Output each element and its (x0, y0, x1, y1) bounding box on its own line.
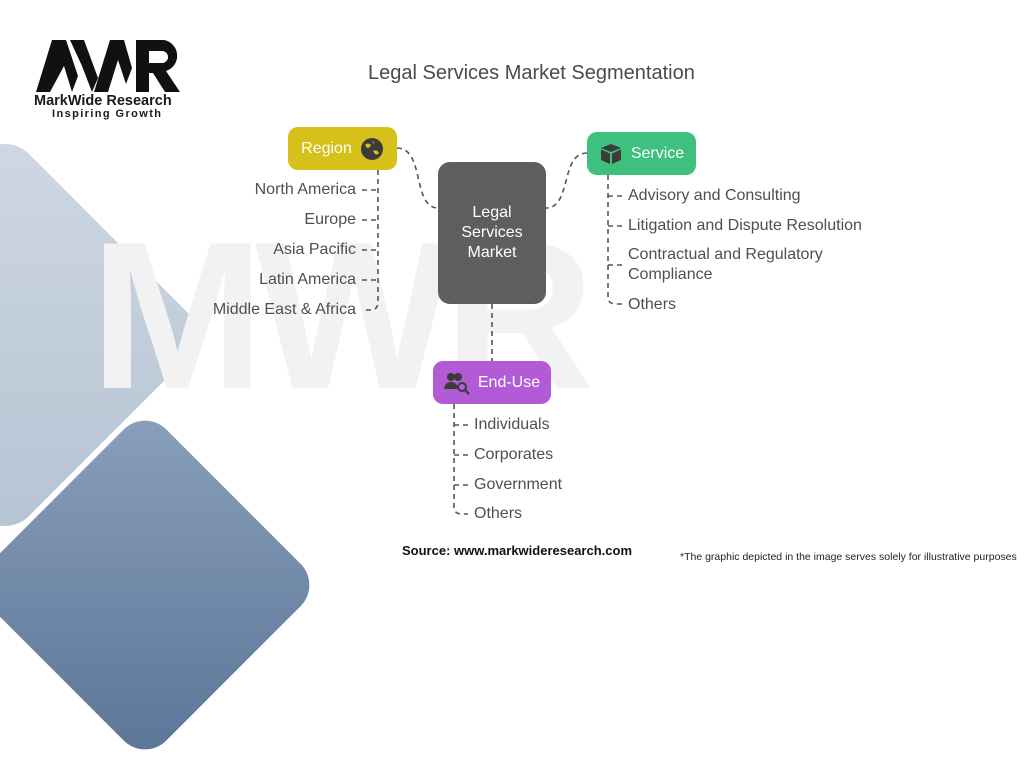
user-search-icon (443, 372, 470, 395)
service-item: Litigation and Dispute Resolution (628, 217, 862, 234)
enduse-label: End-Use (477, 373, 541, 391)
service-node[interactable]: Service (587, 132, 696, 175)
logo-mark-icon (36, 40, 180, 92)
service-item: Advisory and Consulting (628, 187, 801, 204)
page-title: Legal Services Market Segmentation (368, 62, 695, 84)
region-node[interactable]: Region (288, 127, 397, 170)
region-item: Asia Pacific (273, 241, 356, 258)
box-icon (600, 143, 621, 164)
service-item: Others (628, 296, 677, 313)
center-line-1: Legal (472, 204, 512, 221)
disclaimer-note: *The graphic depicted in the image serve… (680, 551, 1017, 563)
service-item: Contractual and Regulatory (628, 246, 823, 263)
region-branch (362, 170, 379, 311)
enduse-item: Others (474, 505, 523, 522)
region-item: Middle East & Africa (212, 301, 356, 318)
region-connector (396, 147, 439, 209)
service-item-continued: Compliance (628, 266, 713, 283)
service-connector (545, 152, 588, 209)
enduse-item: Corporates (474, 446, 554, 463)
center-line-2: Services (461, 224, 523, 241)
region-item: North America (254, 181, 356, 198)
region-item: Latin America (259, 271, 356, 288)
enduse-branch (453, 404, 468, 515)
service-branch (607, 175, 622, 305)
service-label: Service (630, 144, 685, 162)
region-item: Europe (304, 211, 356, 228)
source-text: Source: www.markwideresearch.com (402, 543, 633, 558)
logo-name: MarkWide Research (34, 93, 172, 109)
logo-tagline: Inspiring Growth (52, 108, 163, 120)
enduse-item: Government (474, 476, 563, 493)
connector-lines (362, 147, 622, 515)
globe-icon (360, 137, 383, 160)
region-label: Region (301, 139, 352, 157)
enduse-item: Individuals (474, 416, 550, 433)
center-line-3: Market (467, 244, 517, 261)
center-node[interactable]: Legal Services Market (438, 162, 546, 304)
enduse-node[interactable]: End-Use (433, 361, 551, 404)
